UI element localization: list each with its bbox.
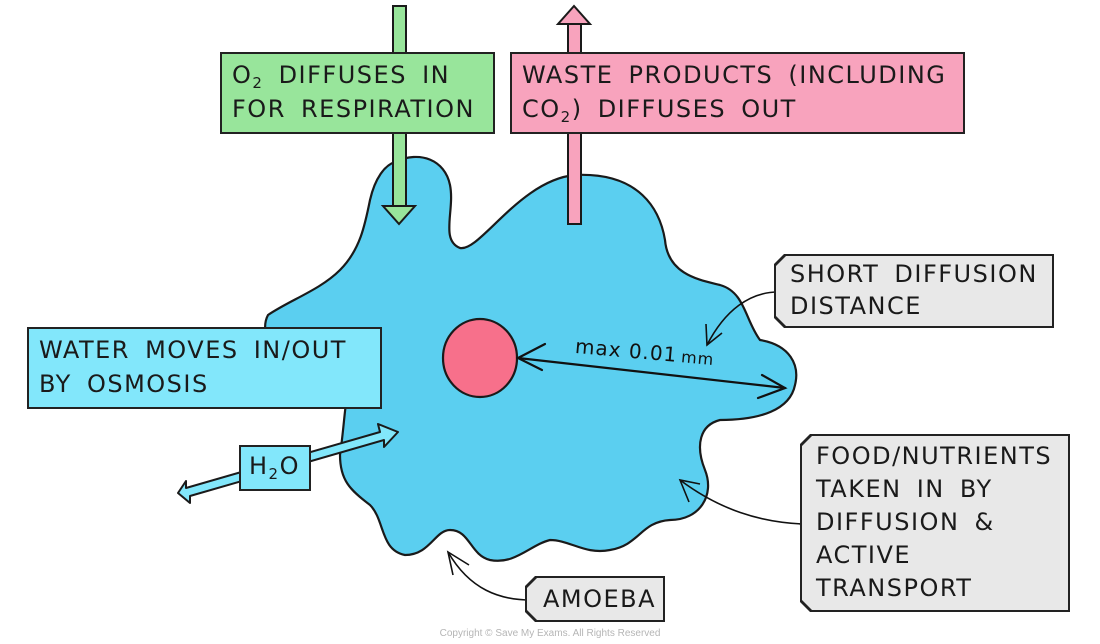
water-label: WATER MOVES IN/OUT BY OSMOSIS: [27, 327, 382, 409]
amoeba-tag-text: AMOEBA: [543, 585, 657, 613]
oxygen-label: O2 DIFFUSES IN FOR RESPIRATION: [220, 52, 495, 134]
distance-arrow: [515, 342, 788, 400]
co2-subscript: 2: [560, 108, 572, 126]
oxygen-label-line2: FOR RESPIRATION: [232, 95, 475, 123]
h2o-label: H2O: [239, 445, 311, 491]
h2o-h: H: [249, 452, 269, 480]
copyright-notice: Copyright © Save My Exams. All Rights Re…: [439, 628, 661, 639]
oxygen-label-text: DIFFUSES IN: [263, 61, 451, 89]
amoeba-tag: AMOEBA: [525, 576, 665, 622]
waste-label: WASTE PRODUCTS (INCLUDING CO2) DIFFUSES …: [510, 52, 965, 134]
water-label-line1: WATER MOVES IN/OUT: [39, 336, 347, 364]
waste-label-line1: WASTE PRODUCTS (INCLUDING: [522, 61, 947, 89]
h2o-o: O: [279, 452, 300, 480]
h2o-subscript: 2: [268, 465, 280, 483]
oxygen-formula: O: [232, 61, 253, 89]
food-line-5: TRANSPORT: [816, 574, 973, 602]
waste-label-text: ) DIFFUSES OUT: [571, 95, 797, 123]
oxygen-label-line1: O2 DIFFUSES IN: [232, 58, 483, 92]
food-line-3: DIFFUSION &: [816, 508, 995, 536]
water-label-line2: BY OSMOSIS: [39, 370, 209, 398]
distance-unit: mm: [680, 347, 716, 370]
food-nutrients-tag: FOOD/NUTRIENTS TAKEN IN BY DIFFUSION & A…: [800, 434, 1070, 612]
food-line-4: ACTIVE: [816, 541, 912, 569]
short-diffusion-line1: SHORT DIFFUSION: [790, 260, 1038, 288]
food-line-1: FOOD/NUTRIENTS: [816, 442, 1053, 470]
co2-formula: CO: [522, 95, 561, 123]
waste-label-line2: CO2) DIFFUSES OUT: [522, 92, 953, 126]
short-diffusion-line2: DISTANCE: [790, 292, 922, 320]
nucleus: [441, 317, 519, 399]
short-diffusion-tag: SHORT DIFFUSION DISTANCE: [774, 254, 1054, 328]
oxygen-subscript: 2: [252, 74, 264, 92]
food-line-2: TAKEN IN BY: [816, 475, 993, 503]
